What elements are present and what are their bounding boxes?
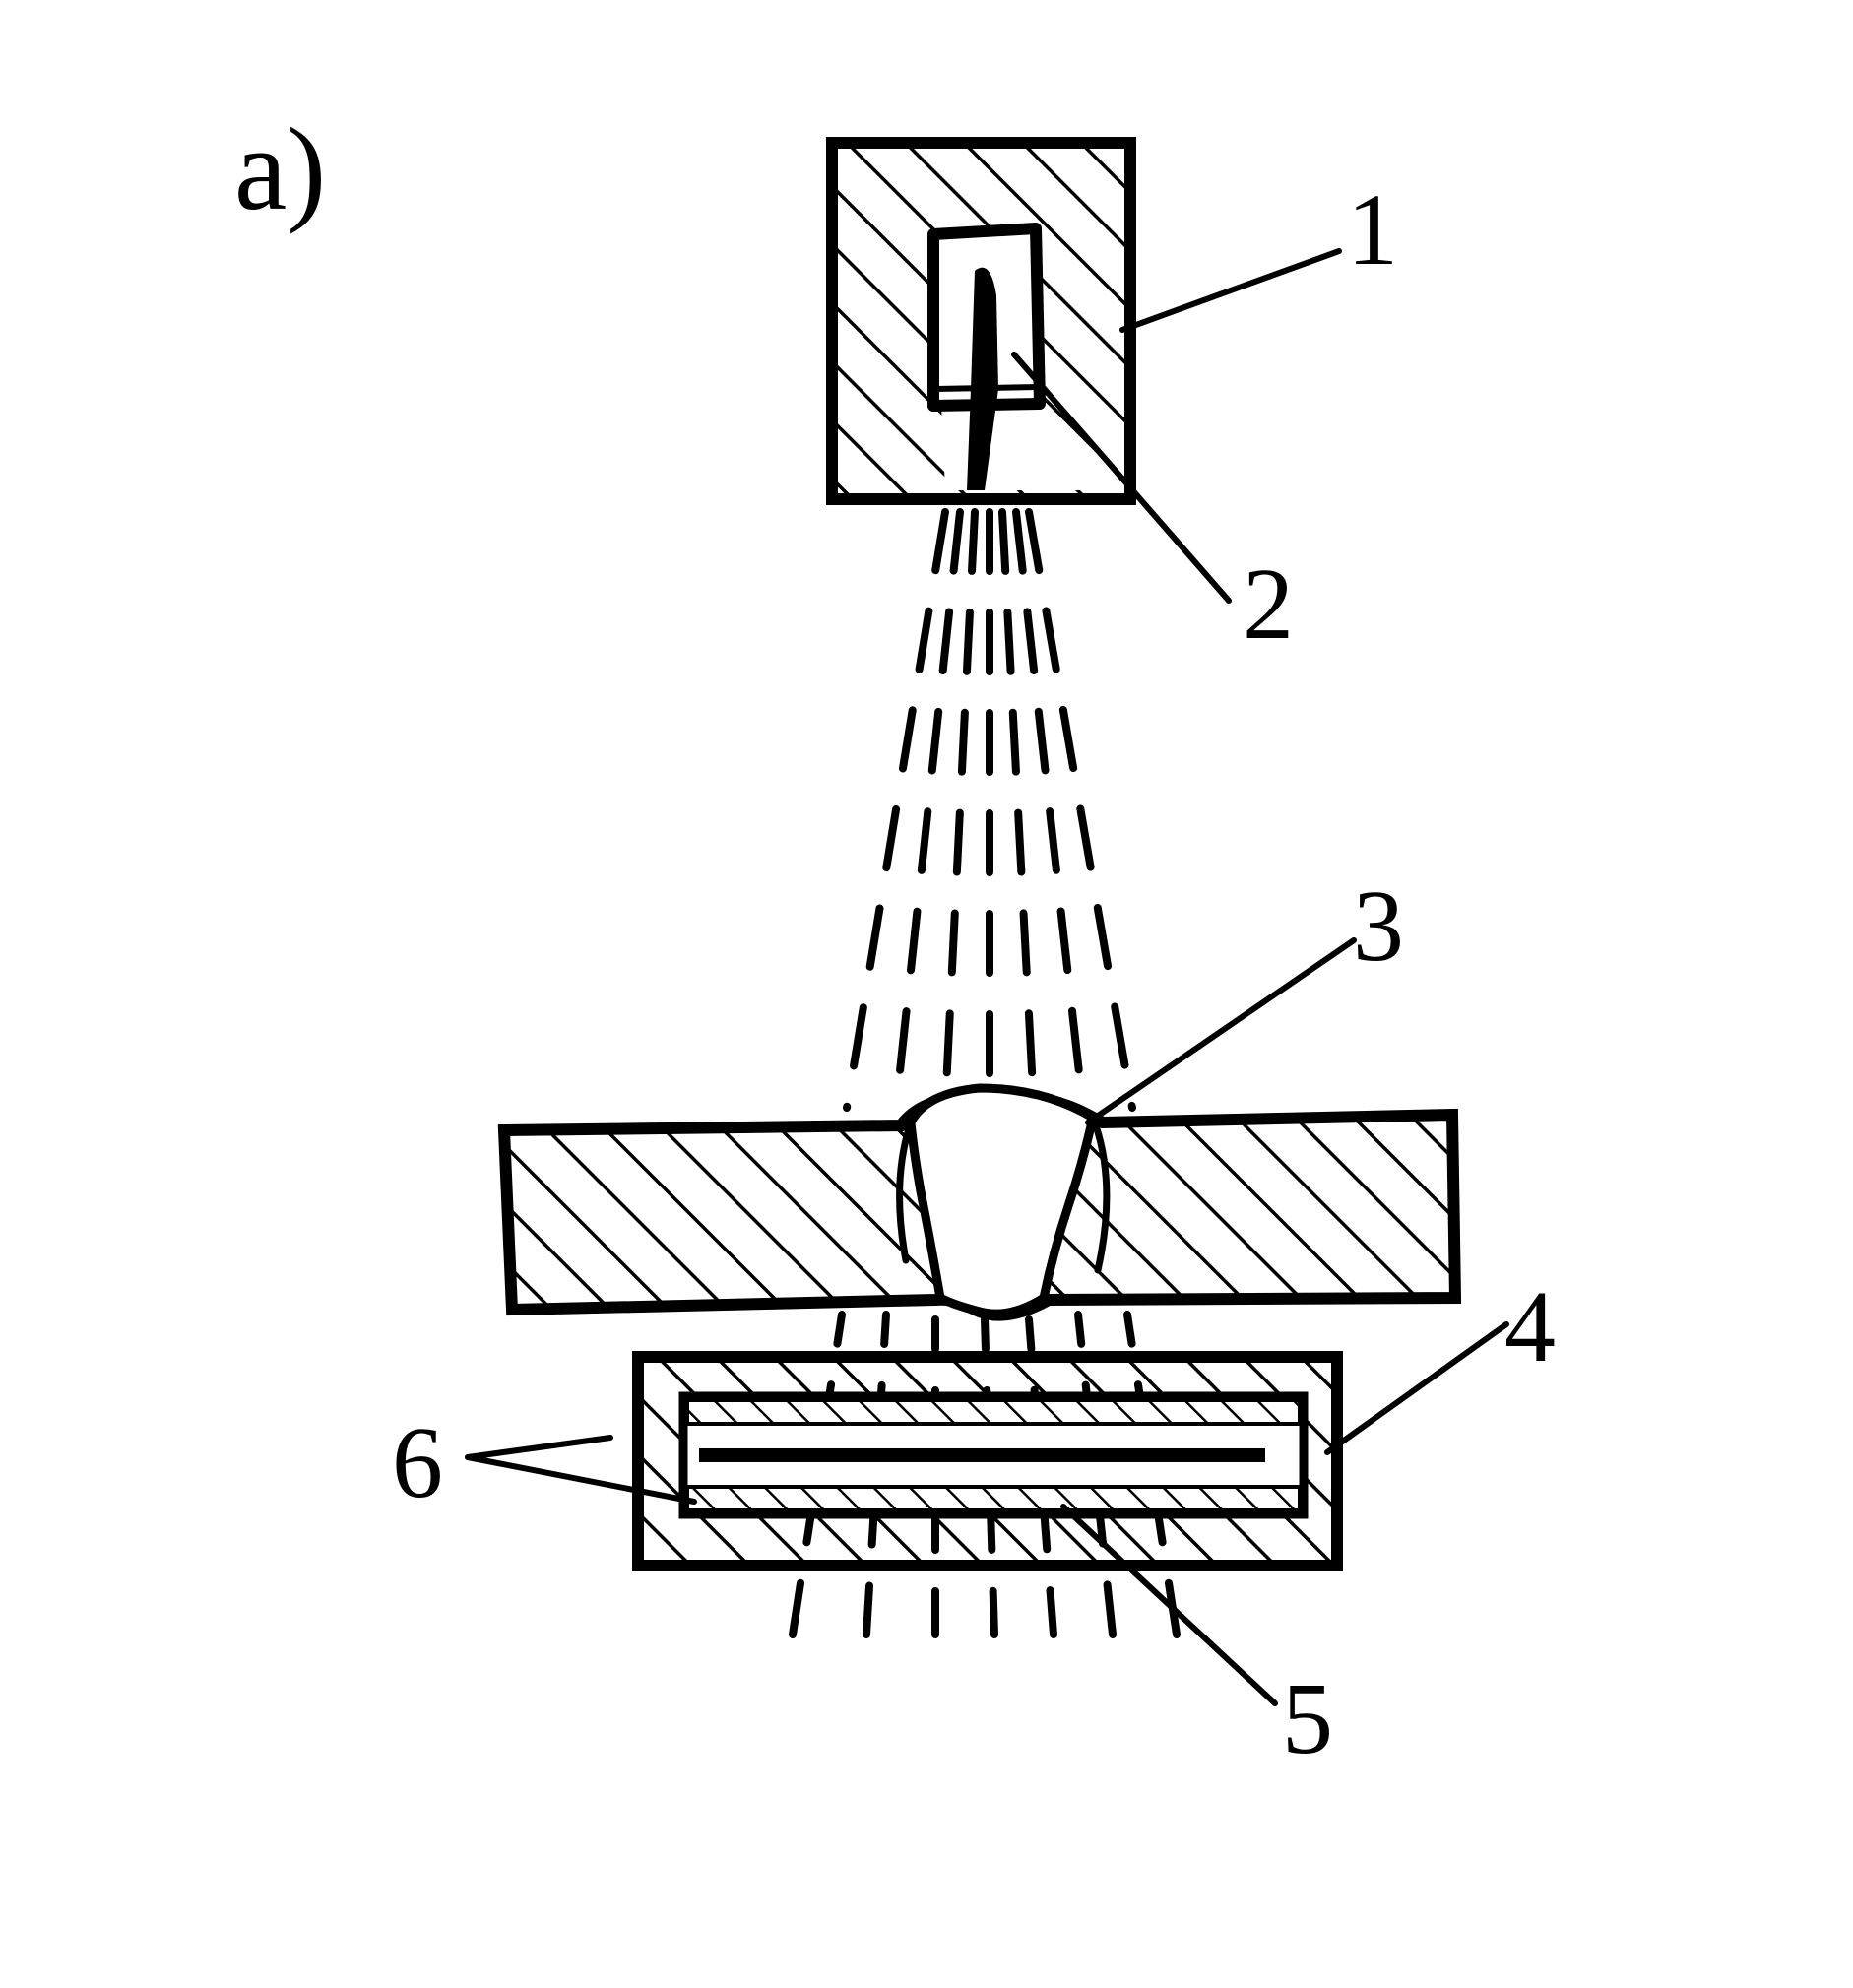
callout-6: 6: [392, 1406, 443, 1519]
radiation-emitter: [967, 267, 998, 490]
callout-2: 2: [1243, 547, 1294, 661]
transmitted-beam: [789, 1311, 1181, 1638]
intensifying-screen-top: [685, 1398, 1302, 1426]
callout-5: 5: [1282, 1662, 1333, 1775]
panel-label: a): [234, 103, 326, 234]
leader-lines: [465, 248, 1509, 1706]
callout-labels: 1 2 3 4 5 6: [392, 173, 1556, 1775]
intensifying-screen-bottom: [685, 1485, 1302, 1512]
callout-4: 4: [1504, 1270, 1556, 1383]
callout-1: 1: [1347, 173, 1398, 287]
radiation-beam: [843, 508, 1136, 1112]
weld-seam: [906, 1083, 1099, 1318]
welded-workpiece: [497, 1083, 1462, 1321]
callout-3: 3: [1353, 869, 1404, 983]
film-cassette: [632, 1351, 1343, 1571]
